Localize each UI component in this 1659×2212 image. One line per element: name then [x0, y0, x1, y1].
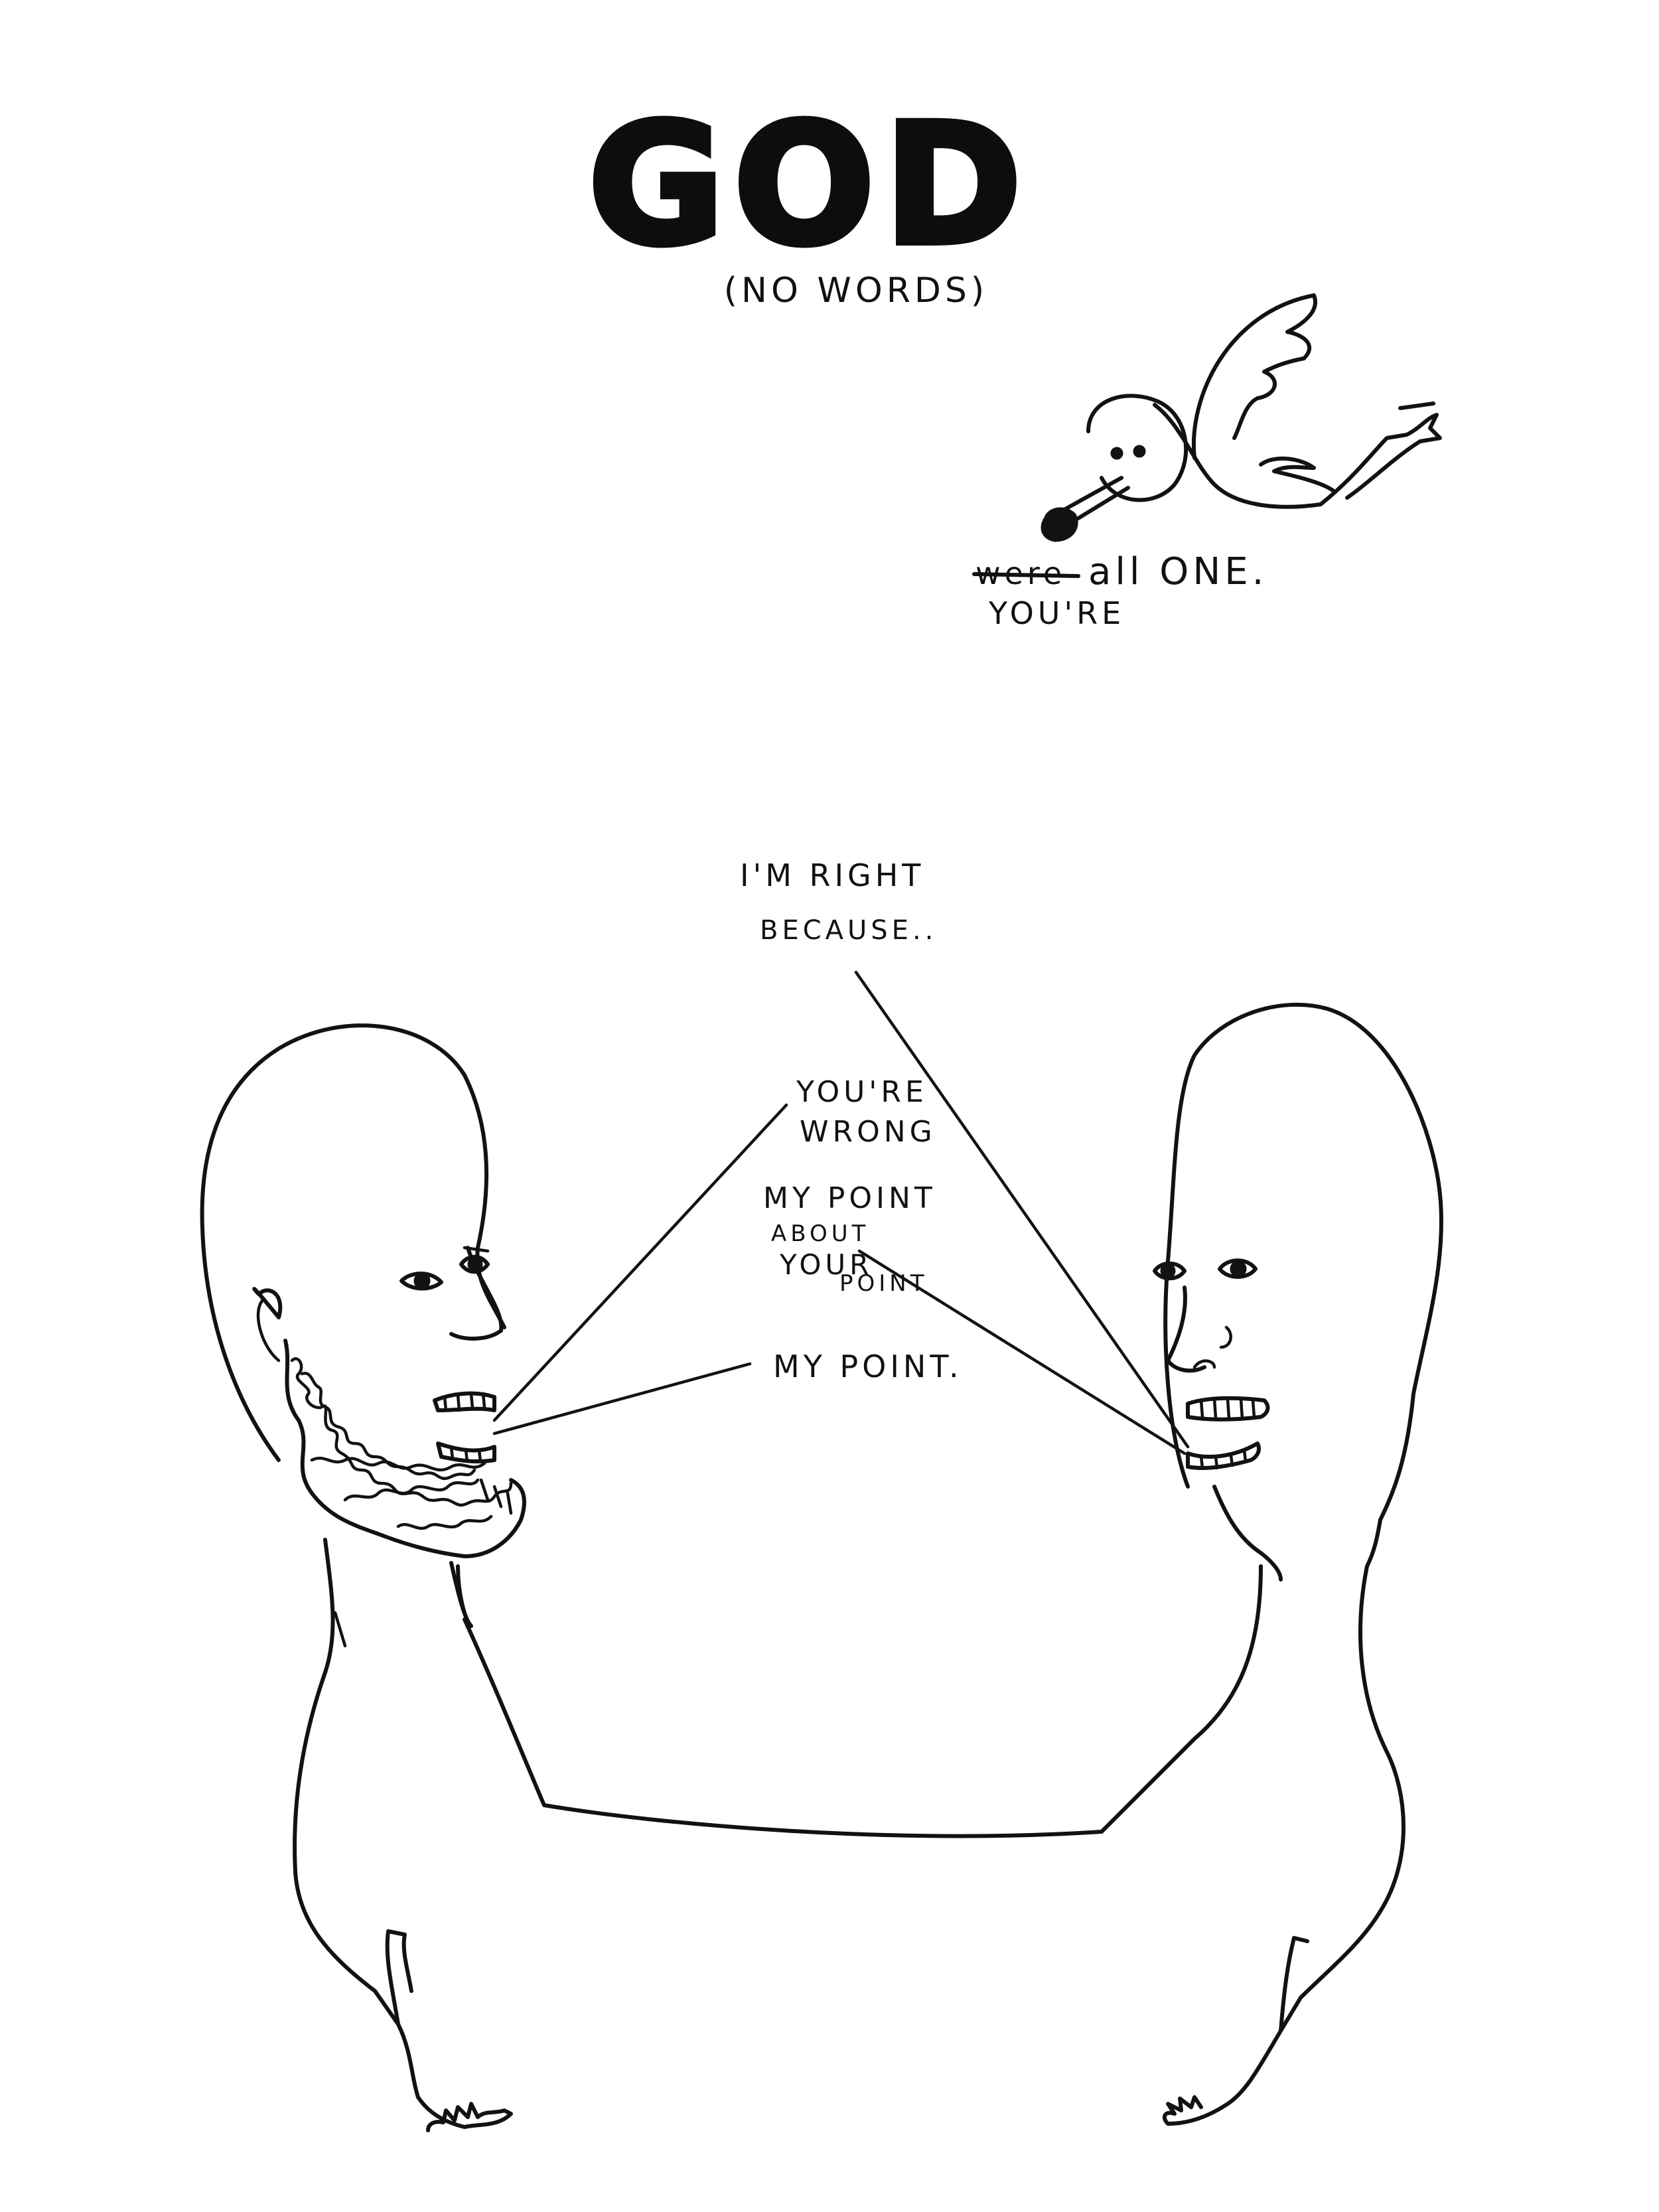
- caption-main-text: all ONE.: [1088, 550, 1267, 593]
- title-god: GOD: [588, 88, 1031, 281]
- speech-my-point-about-3: YOUR: [779, 1248, 873, 1281]
- speech-youre: YOU'RE: [796, 1075, 928, 1109]
- right-figure: [1100, 1002, 1443, 2126]
- speech-my-point: MY POINT.: [773, 1349, 963, 1384]
- left-torso-line: [456, 1564, 473, 1628]
- speech-because: BECAUSE..: [760, 915, 937, 946]
- speech-my-point-about-4: POINT: [839, 1270, 928, 1297]
- caption-insert-word: YOU'RE: [988, 595, 1125, 631]
- bird-icon: [1041, 293, 1442, 542]
- speech-wrong: WRONG: [800, 1115, 936, 1149]
- speech-im-right: I'M RIGHT: [740, 857, 924, 893]
- bird-caption: were all ONE. YOU'RE: [972, 550, 1267, 631]
- left-figure: [200, 1023, 1104, 2132]
- subtitle-no-words: (NO WORDS): [724, 271, 988, 311]
- speech-my-point-about-2: ABOUT: [771, 1220, 869, 1247]
- speech-lines: [492, 970, 1190, 1455]
- speech-my-point-about-1: MY POINT: [763, 1181, 936, 1215]
